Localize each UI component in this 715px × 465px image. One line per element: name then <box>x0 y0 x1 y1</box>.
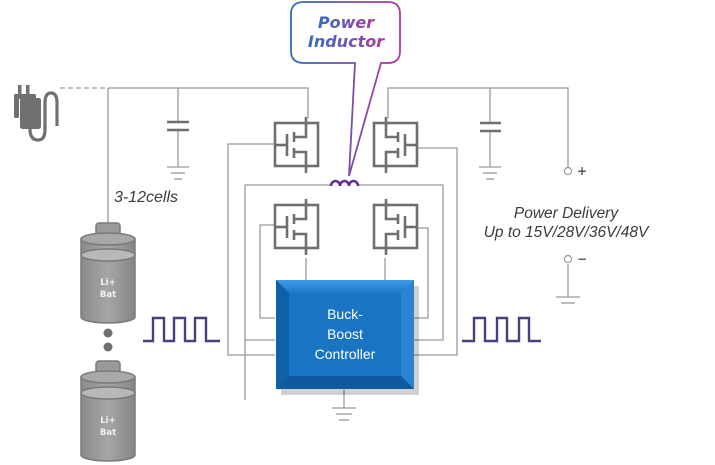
battery-label-line2: Bat <box>100 290 116 300</box>
right-low-gate-wire <box>413 227 429 319</box>
input-rail <box>108 87 309 118</box>
output-plus-terminal: + <box>563 164 587 178</box>
callout-line1: Power <box>318 13 375 32</box>
battery-cell-top: Li+ Bat <box>80 222 136 324</box>
right-high-gate-wire <box>413 147 458 356</box>
plus-sign: + <box>577 164 587 178</box>
left-low-gate-wire <box>259 224 275 319</box>
cells-label: 3-12cells <box>114 189 178 206</box>
battery-label-line1: Li+ <box>100 278 115 288</box>
mosfet-right-low <box>372 199 419 255</box>
output-cap-ground-icon <box>479 166 501 180</box>
controller-line1: Buck- <box>327 306 363 322</box>
mosfet-left-high <box>273 117 320 173</box>
left-switch-node-wire <box>244 184 330 400</box>
inductor-coil-icon <box>329 179 360 187</box>
left-pwm-waveform <box>143 316 220 343</box>
minus-sign: − <box>577 252 587 266</box>
right-switch-node-wire <box>358 184 444 341</box>
output-capacitor-icon <box>480 121 501 133</box>
mosfet-left-low <box>273 199 320 255</box>
mosfet-right-high <box>372 117 419 173</box>
mosfet-switches <box>273 117 419 255</box>
power-inductor-callout: Power Inductor <box>290 1 401 177</box>
output-minus-terminal: − <box>563 252 587 266</box>
battery-label-line1: Li+ <box>100 416 115 426</box>
output-minus-ground-icon <box>556 296 580 304</box>
controller-line2: Boost <box>327 326 363 342</box>
callout-line2: Inductor <box>308 32 385 51</box>
ac-adapter-plug-icon <box>14 85 59 142</box>
battery-cell-bottom: Li+ Bat <box>80 360 136 462</box>
voltage-range-label: Up to 15V/28V/36V/48V <box>484 224 650 241</box>
battery-label-line2: Bat <box>100 428 116 438</box>
ellipsis-dots <box>103 328 113 352</box>
input-ground-icon <box>167 166 189 180</box>
buck-boost-controller: Buck- Boost Controller <box>276 280 419 395</box>
input-capacitor-icon <box>167 120 189 132</box>
callout-bubble <box>290 1 401 177</box>
output-rail <box>387 87 569 168</box>
left-high-gate-wire <box>227 143 275 356</box>
right-pwm-waveform <box>462 316 541 343</box>
wiring <box>60 87 569 408</box>
controller-line3: Controller <box>315 346 376 362</box>
power-delivery-label: Power Delivery <box>514 205 619 222</box>
controller-ground-icon <box>332 407 356 421</box>
